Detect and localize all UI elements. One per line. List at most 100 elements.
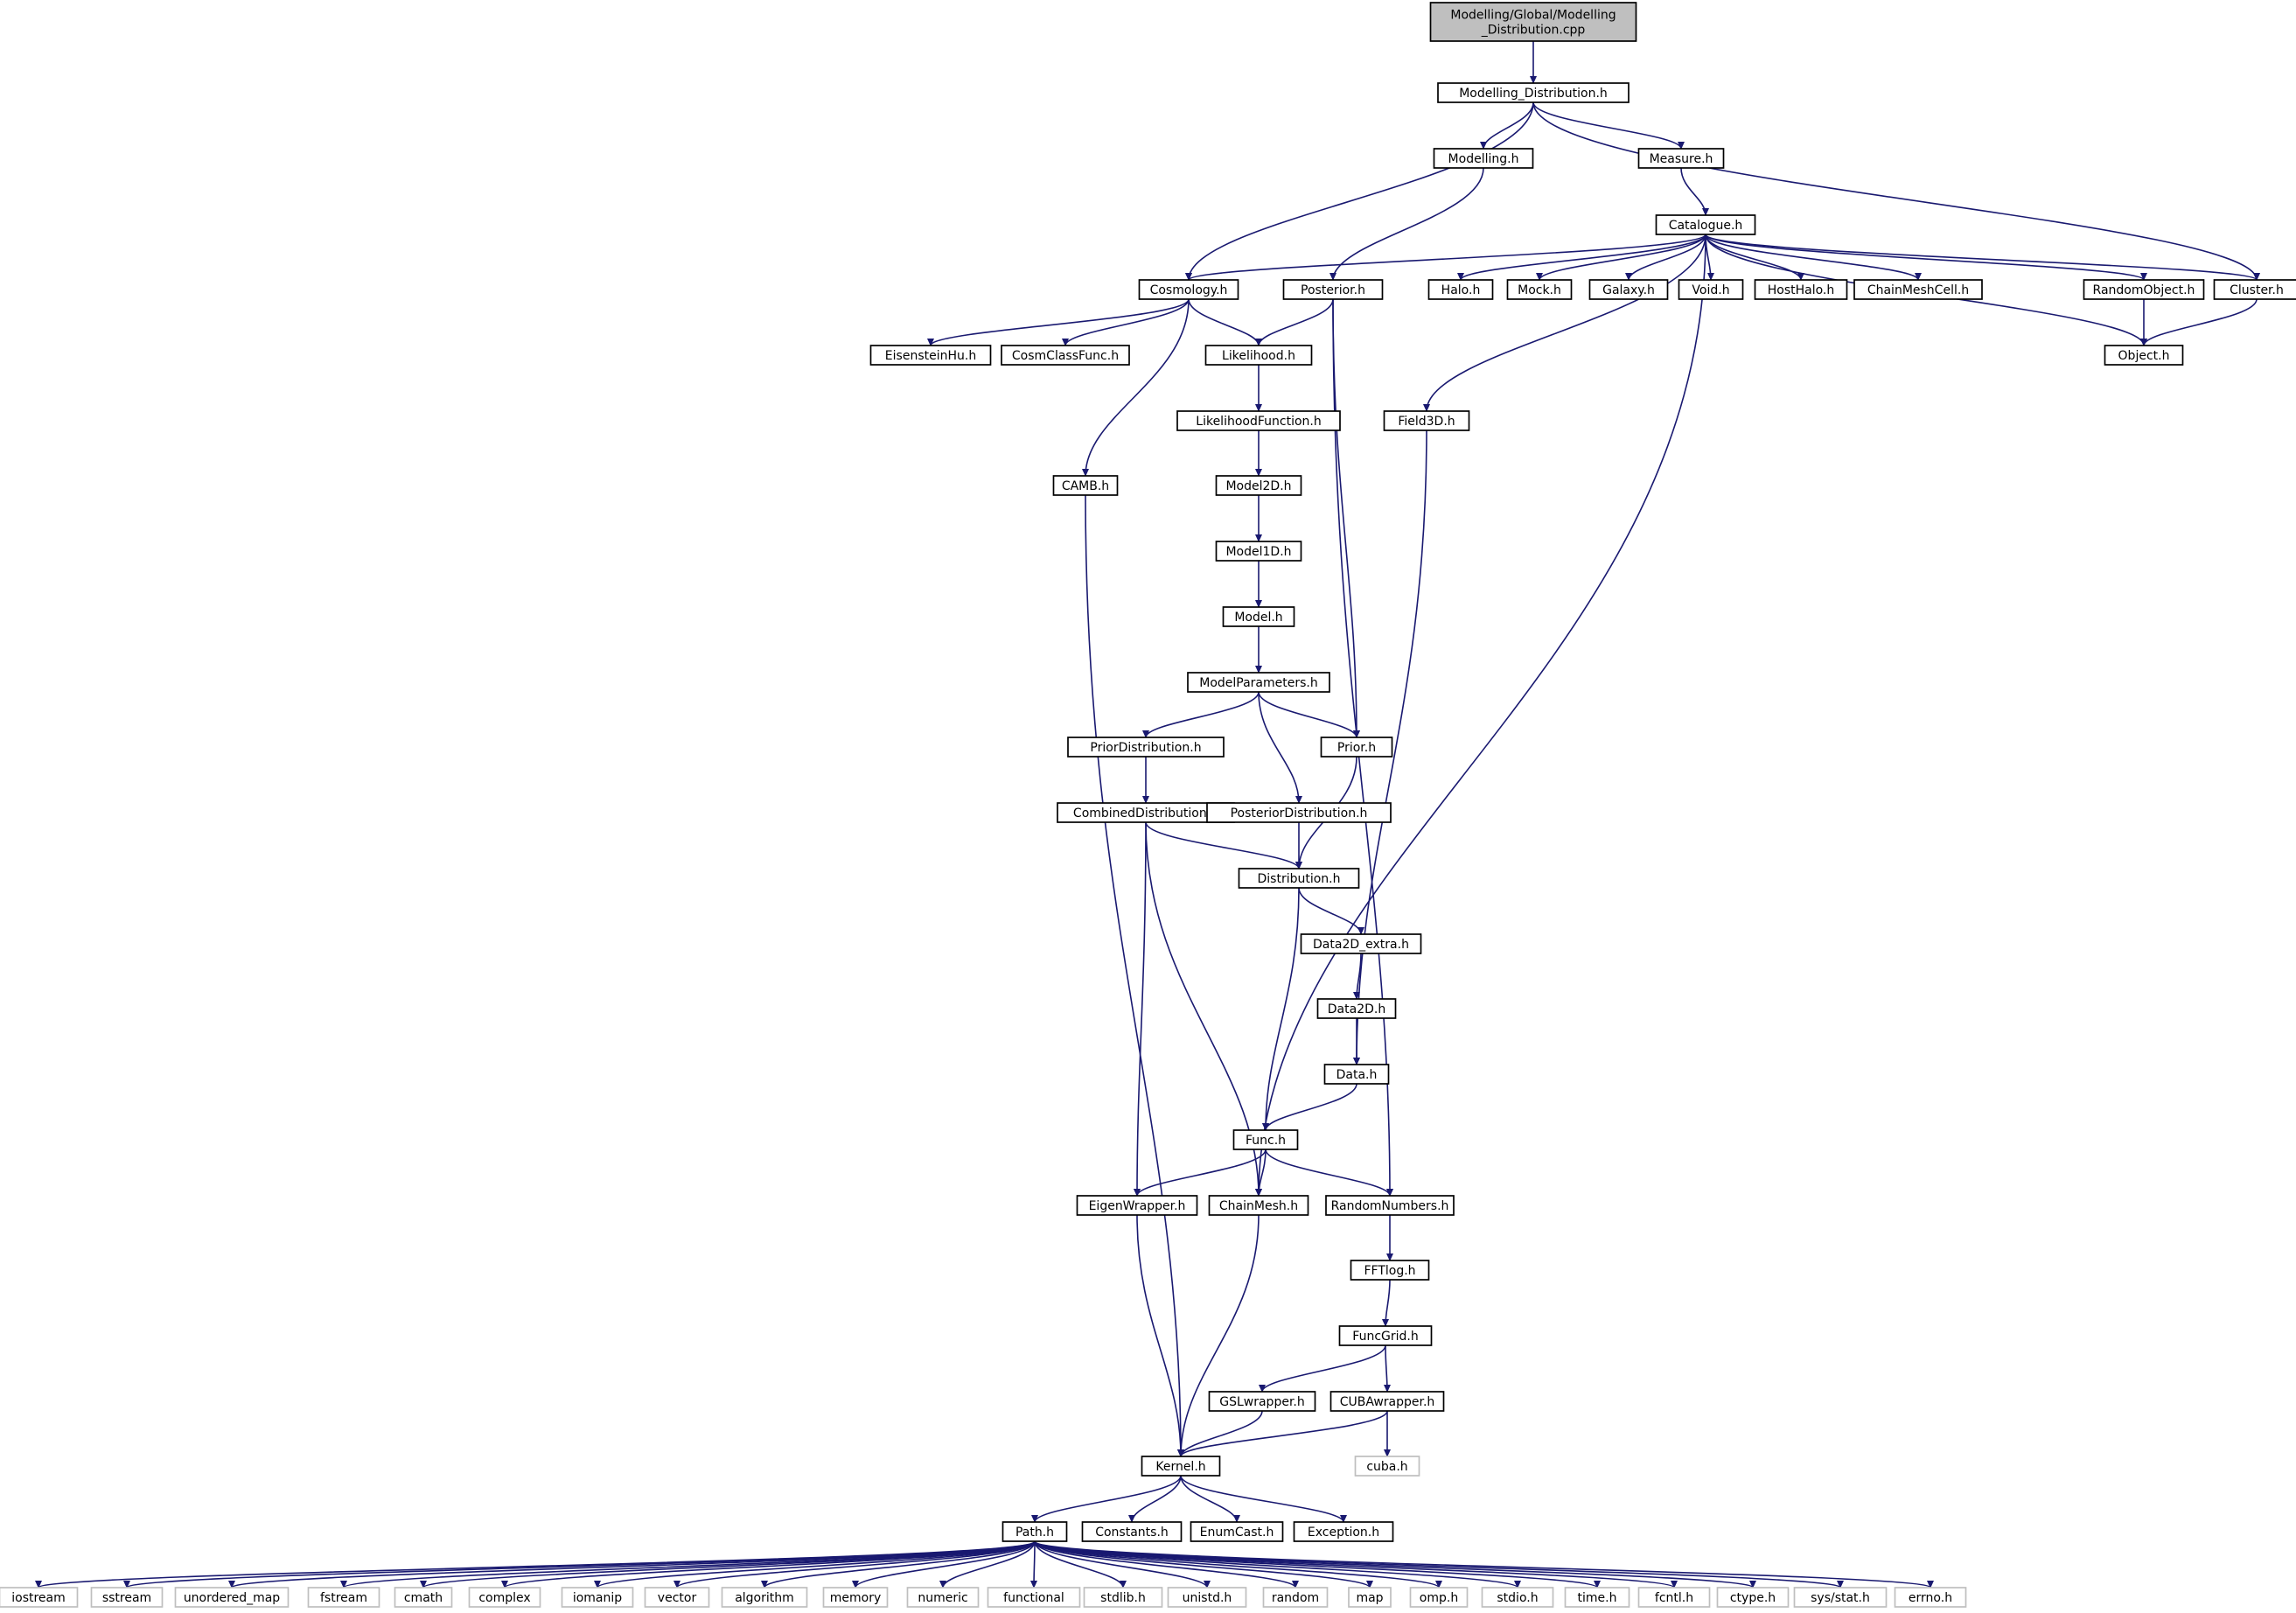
node-posterior_h[interactable]: Posterior.h	[1282, 279, 1384, 300]
node-box	[1338, 1325, 1433, 1346]
node-stdlib_h[interactable]: stdlib.h	[1083, 1587, 1163, 1608]
node-random[interactable]: random	[1262, 1587, 1329, 1608]
node-box	[307, 1587, 380, 1608]
node-label: ModelParameters.h	[1199, 676, 1318, 690]
node-fstream[interactable]: fstream	[307, 1587, 380, 1608]
edge-path_h-to-unordered_map	[228, 1540, 1036, 1589]
node-mock_h[interactable]: Mock.h	[1506, 279, 1573, 300]
node-label: unordered_map	[184, 1591, 280, 1605]
node-functional[interactable]: functional	[987, 1587, 1081, 1608]
node-box	[721, 1587, 808, 1608]
node-map[interactable]: map	[1348, 1587, 1392, 1608]
node-label: PosteriorDistribution.h	[1231, 806, 1368, 820]
node-algorithm[interactable]: algorithm	[721, 1587, 808, 1608]
node-iomanip[interactable]: iomanip	[561, 1587, 634, 1608]
edge-func_h-to-randomnumbers_h	[1265, 1149, 1393, 1197]
node-modelling_h[interactable]: Modelling.h	[1433, 148, 1534, 169]
node-box	[2104, 345, 2184, 366]
node-priordistribution_h[interactable]: PriorDistribution.h	[1067, 737, 1225, 758]
node-label: Likelihood.h	[1222, 349, 1295, 363]
node-data2d_extra_h[interactable]: Data2D_extra.h	[1300, 933, 1422, 954]
node-fftlog_h[interactable]: FFTlog.h	[1350, 1260, 1430, 1281]
node-modelling_distribution_h[interactable]: Modelling_Distribution.h	[1437, 82, 1630, 103]
node-cosmclassfunc_h[interactable]: CosmClassFunc.h	[1001, 345, 1130, 366]
node-label: time.h	[1578, 1591, 1617, 1605]
node-path_h[interactable]: Path.h	[1001, 1521, 1068, 1542]
node-cosmology_h[interactable]: Cosmology.h	[1138, 279, 1239, 300]
node-cubawrapper_h[interactable]: CUBAwrapper.h	[1329, 1391, 1445, 1412]
node-gslwrapper_h[interactable]: GSLwrapper.h	[1208, 1391, 1316, 1412]
node-combineddistribution_h[interactable]: CombinedDistribution.h	[1057, 802, 1235, 823]
node-likelihoodfunction_h[interactable]: LikelihoodFunction.h	[1176, 410, 1341, 431]
node-catalogue_h[interactable]: Catalogue.h	[1655, 214, 1756, 235]
node-data_h[interactable]: Data.h	[1323, 1064, 1390, 1085]
node-numeric[interactable]: numeric	[906, 1587, 980, 1608]
node-iostream[interactable]: iostream	[0, 1587, 79, 1608]
edge-modelling_distribution_h-to-modelling_h	[1479, 101, 1534, 150]
node-eigenwrapper_h[interactable]: EigenWrapper.h	[1076, 1195, 1198, 1216]
node-model2d_h[interactable]: Model2D.h	[1215, 475, 1302, 496]
node-fcntl_h[interactable]: fcntl.h	[1637, 1587, 1711, 1608]
node-vector[interactable]: vector	[644, 1587, 710, 1608]
node-posteriordistribution_h[interactable]: PosteriorDistribution.h	[1206, 802, 1392, 823]
node-model_h[interactable]: Model.h	[1222, 606, 1295, 627]
node-label: Void.h	[1692, 283, 1729, 297]
node-label: Cosmology.h	[1150, 283, 1228, 297]
node-halo_h[interactable]: Halo.h	[1427, 279, 1494, 300]
node-cmath[interactable]: cmath	[394, 1587, 453, 1608]
node-label: functional	[1003, 1591, 1064, 1605]
node-modelparameters_h[interactable]: ModelParameters.h	[1187, 672, 1330, 693]
node-randomobject_h[interactable]: RandomObject.h	[2083, 279, 2205, 300]
node-unordered_map[interactable]: unordered_map	[174, 1587, 290, 1608]
node-distribution_h[interactable]: Distribution.h	[1238, 868, 1360, 889]
node-root[interactable]: Modelling/Global/Modelling_Distribution.…	[1429, 2, 1637, 42]
node-chainmeshcell_h[interactable]: ChainMeshCell.h	[1853, 279, 1983, 300]
edge-measure_h-to-catalogue_h	[1680, 167, 1710, 216]
node-memory[interactable]: memory	[822, 1587, 889, 1608]
node-void_h[interactable]: Void.h	[1678, 279, 1744, 300]
node-box	[1206, 802, 1392, 823]
node-unistd_h[interactable]: unistd.h	[1167, 1587, 1247, 1608]
node-kernel_h[interactable]: Kernel.h	[1141, 1456, 1221, 1477]
node-constants_h[interactable]: Constants.h	[1081, 1521, 1183, 1542]
node-funcgrid_h[interactable]: FuncGrid.h	[1338, 1325, 1433, 1346]
node-eisensteinhu_h[interactable]: EisensteinHu.h	[869, 345, 992, 366]
node-box	[1429, 2, 1637, 42]
node-galaxy_h[interactable]: Galaxy.h	[1588, 279, 1669, 300]
node-omp_h[interactable]: omp.h	[1409, 1587, 1469, 1608]
node-object_h[interactable]: Object.h	[2104, 345, 2184, 366]
node-stdio_h[interactable]: stdio.h	[1481, 1587, 1554, 1608]
node-field3d_h[interactable]: Field3D.h	[1383, 410, 1470, 431]
edge-data_h-to-func_h	[1261, 1083, 1357, 1131]
node-camb_h[interactable]: CAMB.h	[1052, 475, 1119, 496]
node-time_h[interactable]: time.h	[1564, 1587, 1630, 1608]
node-box	[1076, 1195, 1198, 1216]
node-box	[1208, 1195, 1309, 1216]
edge-posterior_h-to-likelihood_h	[1254, 298, 1334, 346]
node-ctype_h[interactable]: ctype.h	[1716, 1587, 1790, 1608]
node-errno_h[interactable]: errno.h	[1894, 1587, 1967, 1608]
node-chainmesh_h[interactable]: ChainMesh.h	[1208, 1195, 1309, 1216]
node-cuba_h[interactable]: cuba.h	[1354, 1456, 1420, 1477]
node-likelihood_h[interactable]: Likelihood.h	[1204, 345, 1313, 366]
node-label: Kernel.h	[1155, 1460, 1205, 1474]
node-complex[interactable]: complex	[468, 1587, 541, 1608]
node-label: Modelling/Global/Modelling	[1450, 9, 1616, 23]
node-measure_h[interactable]: Measure.h	[1637, 148, 1725, 169]
node-sys_stat_h[interactable]: sys/stat.h	[1793, 1587, 1888, 1608]
node-data2d_h[interactable]: Data2D.h	[1316, 998, 1397, 1019]
node-label: ChainMesh.h	[1219, 1199, 1298, 1213]
node-box	[1481, 1587, 1554, 1608]
node-func_h[interactable]: Func.h	[1232, 1129, 1299, 1150]
node-exception_h[interactable]: Exception.h	[1293, 1521, 1394, 1542]
node-hosthalo_h[interactable]: HostHalo.h	[1754, 279, 1848, 300]
node-cluster_h[interactable]: Cluster.h	[2213, 279, 2296, 300]
node-randomnumbers_h[interactable]: RandomNumbers.h	[1325, 1195, 1455, 1216]
node-model1d_h[interactable]: Model1D.h	[1215, 541, 1302, 562]
node-enumcast_h[interactable]: EnumCast.h	[1190, 1521, 1284, 1542]
node-label: RandomObject.h	[2093, 283, 2195, 297]
node-sstream[interactable]: sstream	[90, 1587, 164, 1608]
edge-path_h-to-memory	[852, 1540, 1036, 1589]
edge-eigenwrapper_h-to-kernel_h	[1136, 1214, 1185, 1457]
node-prior_h[interactable]: Prior.h	[1320, 737, 1393, 758]
